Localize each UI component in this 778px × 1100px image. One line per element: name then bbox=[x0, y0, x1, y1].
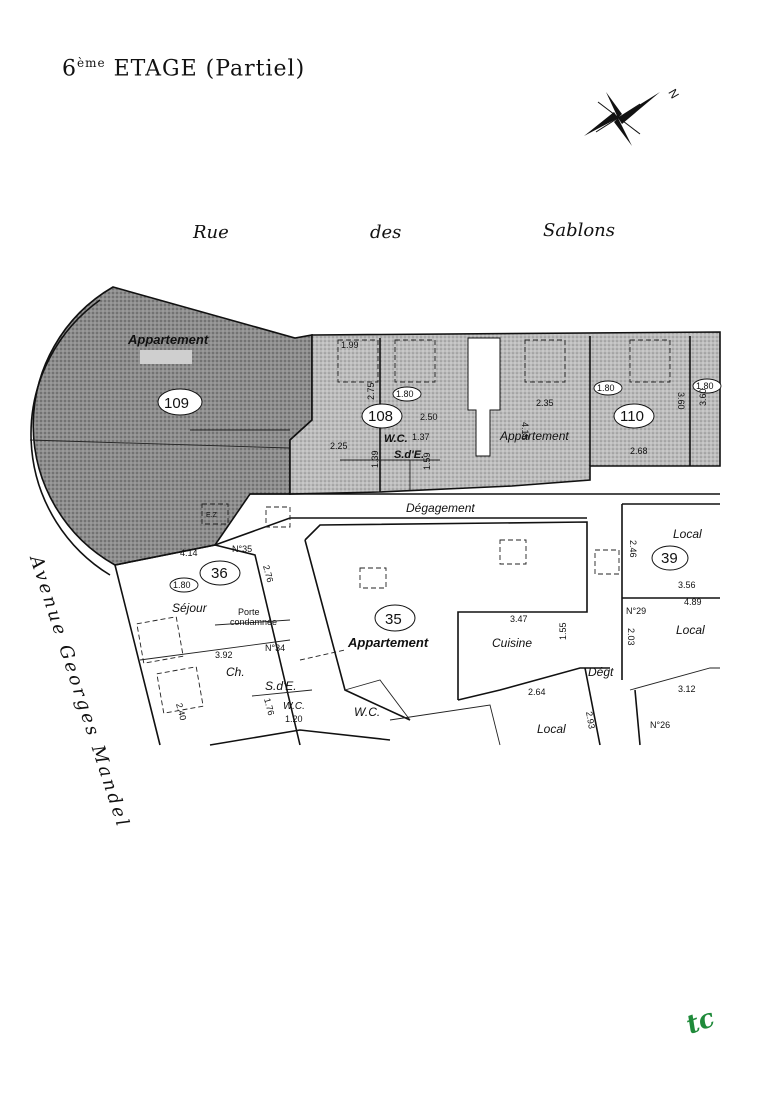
apt-35-cuisine: Cuisine bbox=[492, 636, 532, 650]
apt-108-label: Appartement bbox=[499, 429, 569, 443]
street-side-label: Avenue Georges Mandel bbox=[25, 551, 134, 831]
ez-marker: E.Z bbox=[206, 512, 218, 519]
apt-109-label: Appartement bbox=[127, 332, 209, 347]
apt-36-sejour: Séjour bbox=[172, 601, 208, 615]
local-39-number: 39 bbox=[661, 550, 678, 567]
dim-2-25: 2.25 bbox=[330, 441, 348, 451]
dimensions: 1.99 2.75 2.50 2.35 4.15 3.60 3.60 2.68 … bbox=[174, 340, 708, 730]
local-mid-label: Local bbox=[676, 623, 705, 637]
dim-3-47: 3.47 bbox=[510, 614, 528, 624]
apt-108-number: 108 bbox=[368, 408, 393, 425]
degagement-label: Dégagement bbox=[406, 501, 475, 515]
apt-108-wc: W.C. bbox=[384, 433, 408, 445]
dim-2-64: 2.64 bbox=[528, 687, 546, 697]
dim-1-55: 1.55 bbox=[558, 622, 568, 640]
page-title: 6ème ETAGE (Partiel) bbox=[62, 56, 305, 81]
apt-36-porte: Porte bbox=[238, 607, 260, 617]
dim-1-59: 1.59 bbox=[422, 452, 432, 470]
dim-3-92: 3.92 bbox=[215, 650, 233, 660]
dim-1-76: 1.76 bbox=[262, 697, 276, 717]
height-108: 1.80 bbox=[396, 389, 414, 399]
height-markers bbox=[169, 378, 722, 593]
apt-35-number: 35 bbox=[385, 611, 402, 628]
dim-3-60a: 3.60 bbox=[676, 392, 686, 410]
dim-2-35: 2.35 bbox=[536, 398, 554, 408]
title-suffix: ème bbox=[77, 56, 106, 70]
title-text: ETAGE (Partiel) bbox=[105, 56, 306, 82]
dim-4-89: 4.89 bbox=[684, 597, 702, 607]
ref-n26: N°26 bbox=[650, 720, 670, 730]
dim-2-75: 2.75 bbox=[366, 382, 376, 400]
dim-3-56: 3.56 bbox=[678, 580, 696, 590]
dim-2-03: 2.03 bbox=[626, 628, 636, 646]
dim-2-93: 2.93 bbox=[584, 711, 597, 730]
street-word-des: des bbox=[370, 222, 401, 243]
compass-icon: N bbox=[584, 87, 682, 146]
dim-2-46: 2.46 bbox=[628, 540, 638, 558]
apt-35-degt: Dégt bbox=[588, 665, 614, 679]
apt-36-wc: W.C. bbox=[283, 701, 305, 712]
dim-2-76: 2.76 bbox=[261, 564, 275, 584]
apartment-109-area bbox=[29, 286, 313, 576]
height-110: 1.80 bbox=[597, 383, 615, 393]
apt-36-sde: S.d'E. bbox=[265, 679, 297, 693]
apartment-108-area bbox=[289, 331, 721, 495]
apt-108-sde: S.d'E. bbox=[394, 449, 424, 461]
apt-35-label: Appartement bbox=[347, 635, 429, 650]
dim-3-60b: 3.60 bbox=[698, 388, 708, 406]
ref-n34: N°34 bbox=[265, 643, 285, 653]
local-bottom-label: Local bbox=[537, 722, 566, 736]
dim-2-68: 2.68 bbox=[630, 446, 648, 456]
apt-109-number: 109 bbox=[164, 395, 189, 412]
dim-1-99: 1.99 bbox=[341, 340, 359, 350]
street-word-rue: Rue bbox=[192, 222, 229, 243]
apt-36-number: 36 bbox=[211, 565, 228, 582]
dim-2-50: 2.50 bbox=[420, 412, 438, 422]
dim-1-39: 1.39 bbox=[370, 450, 380, 468]
height-36: 1.80 bbox=[173, 580, 191, 590]
dim-4-14: 4.14 bbox=[180, 548, 198, 558]
title-number: 6 bbox=[62, 56, 77, 82]
apt-36-chambre: Ch. bbox=[226, 665, 245, 679]
dim-3-12: 3.12 bbox=[678, 684, 696, 694]
dim-1-37: 1.37 bbox=[412, 432, 430, 442]
tc-logo: tc bbox=[682, 1003, 719, 1041]
street-word-sablons: Sablons bbox=[543, 220, 615, 241]
apt-110-number: 110 bbox=[620, 408, 644, 425]
dim-1-20: 1.20 bbox=[285, 714, 303, 724]
north-label: N bbox=[665, 87, 681, 102]
ref-n35: N°35 bbox=[232, 544, 252, 554]
height-right: 1.80 bbox=[696, 381, 714, 391]
apt-36-condamnee: condamnée bbox=[230, 617, 277, 627]
dim-2-40: 2.40 bbox=[174, 702, 188, 722]
apt-35-wc: W.C. bbox=[354, 705, 380, 719]
lower-walls bbox=[114, 493, 720, 746]
ref-n29: N°29 bbox=[626, 606, 646, 616]
dim-4-15: 4.15 bbox=[520, 422, 530, 440]
local-39-label: Local bbox=[673, 527, 702, 541]
